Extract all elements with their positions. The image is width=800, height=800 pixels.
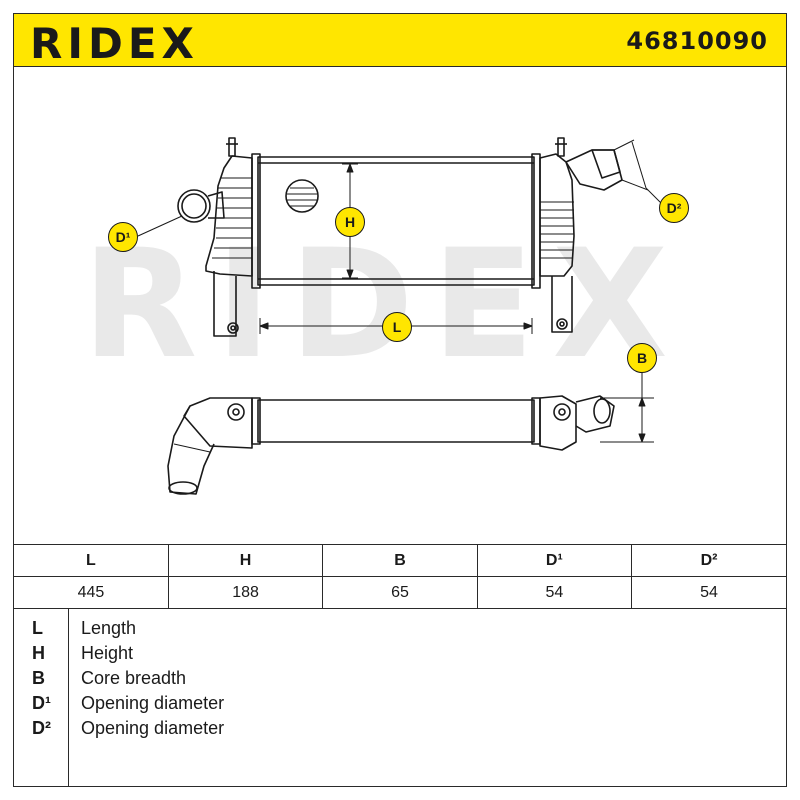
list-item: D¹ Opening diameter [14,693,786,718]
legend-label: Height [81,643,134,663]
label-plate [285,179,319,213]
col-header-d2: D² [631,544,786,577]
legend-label: Core breadth [81,668,187,688]
part-number: 46810090 [626,27,768,55]
value-d2: 54 [631,576,786,609]
callout-d2: D² [659,193,689,223]
header-bar: RIDEX 46810090 [14,14,786,68]
technical-drawing [137,137,663,495]
legend-label: Opening diameter [81,718,225,738]
legend: L Length H Height B Core breadth D¹ Open… [14,608,786,786]
col-header-d1: D¹ [476,544,633,577]
legend-key: L [32,618,43,638]
list-item: B Core breadth [14,668,786,693]
brand-logo: RIDEX [30,19,199,68]
col-header-l: L [14,544,169,577]
intercooler-core [257,156,535,286]
value-h: 188 [167,576,324,609]
callout-h: H [335,207,365,237]
legend-label: Length [81,618,137,638]
legend-key: D¹ [32,693,51,713]
legend-divider [68,608,69,786]
callout-b: B [627,343,657,373]
bracket-bolt-icon-right [556,318,568,330]
list-item: D² Opening diameter [14,718,786,743]
dimensions-table: L H B D¹ D² 445 188 65 54 54 [14,544,786,609]
callout-l: L [382,312,412,342]
sheet-frame [13,13,787,787]
inlet-port-icon [177,189,211,223]
value-d1: 54 [476,576,633,609]
value-l: 445 [14,576,169,609]
table-row: 445 188 65 54 54 [14,576,786,609]
bolt-icon-left [227,403,245,421]
bracket-bolt-icon [227,322,239,334]
dim-line-d2 [613,139,663,205]
value-b: 65 [322,576,478,609]
callout-d1: D¹ [108,222,138,252]
left-tank [205,155,253,277]
list-item: L Length [14,618,786,643]
bottom-view [167,395,615,495]
legend-key: D² [32,718,51,738]
front-view [177,137,623,337]
brand-watermark: RIDEX [82,218,686,392]
table-header-row: L H B D¹ D² [14,544,786,577]
col-header-b: B [322,544,478,577]
core-top-view [257,399,535,443]
bolt-icon-right [553,403,571,421]
legend-label: Opening diameter [81,693,225,713]
legend-key: H [32,643,45,663]
col-header-h: H [167,544,324,577]
dim-line-b [600,366,654,443]
legend-key: B [32,668,45,688]
list-item: H Height [14,643,786,668]
